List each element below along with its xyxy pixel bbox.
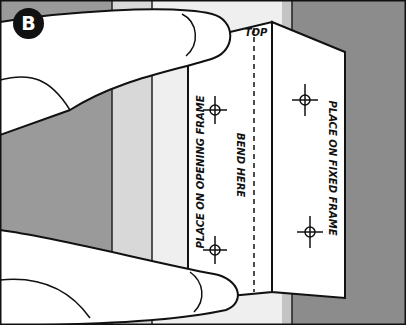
step-letter: B bbox=[21, 14, 35, 33]
top-mark: TOP bbox=[245, 28, 268, 38]
step-badge: B bbox=[13, 8, 44, 39]
panel-instruction: PLACE ON OPENING FRAME bbox=[195, 96, 205, 249]
panel-instruction: PLACE ON FIXED FRAME bbox=[327, 100, 337, 235]
fold-instruction: BEND HERE bbox=[235, 133, 245, 197]
